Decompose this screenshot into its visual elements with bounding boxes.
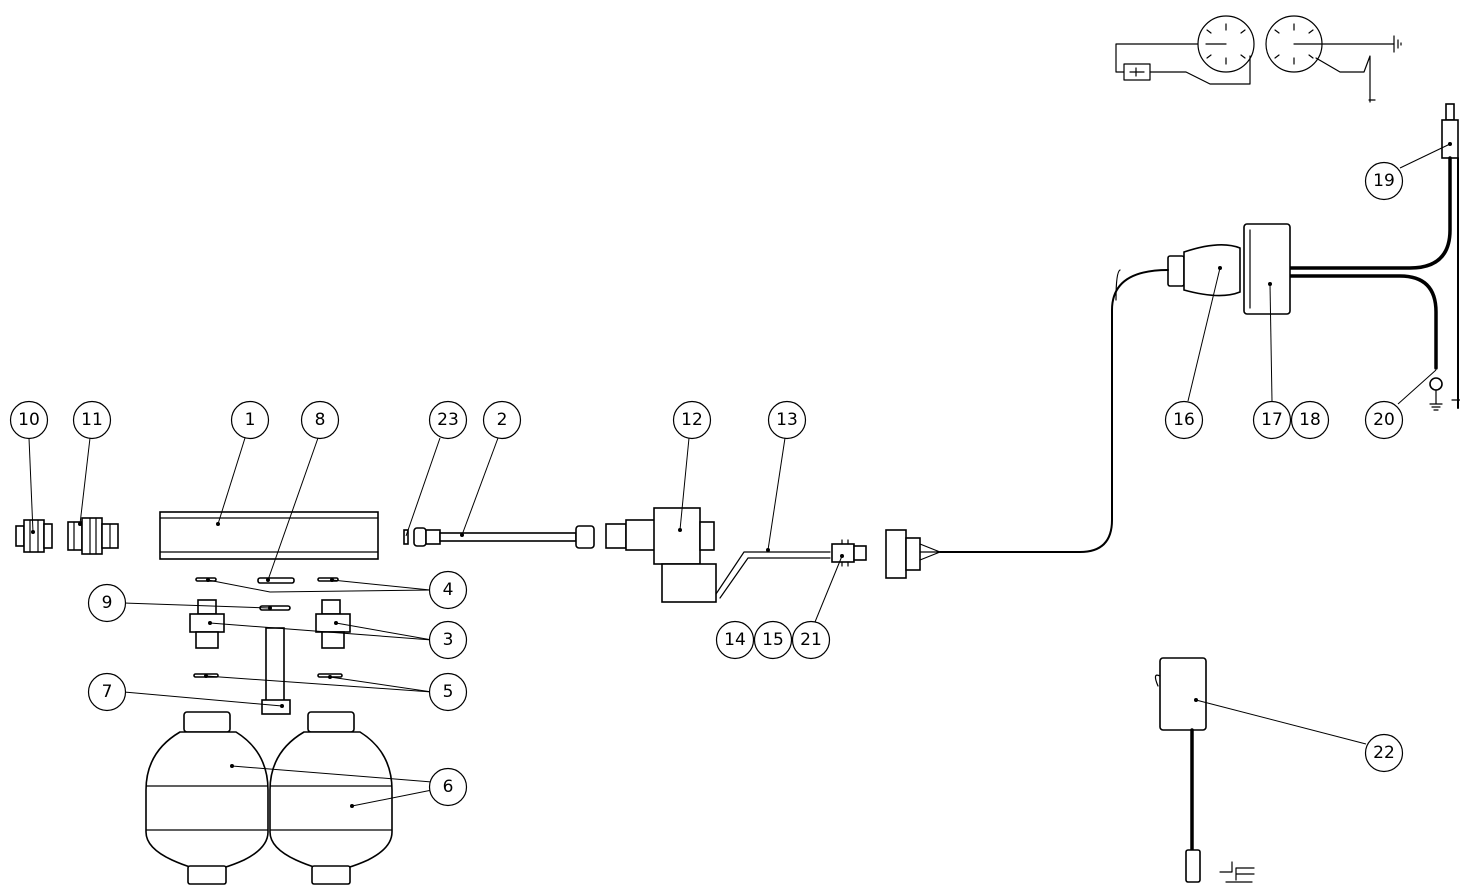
balloon-label: 11 xyxy=(81,410,103,430)
item-balloon-23: 23 xyxy=(428,400,468,440)
balloon-label: 23 xyxy=(437,410,459,430)
balloon-circle xyxy=(753,620,793,660)
balloon-circle xyxy=(715,620,755,660)
balloon-circle xyxy=(428,767,468,807)
item-3-adapters xyxy=(189,599,351,649)
balloon-circle xyxy=(1364,400,1404,440)
balloon-circle xyxy=(72,400,112,440)
balloon-circle xyxy=(87,583,127,623)
item-balloon-12: 12 xyxy=(672,400,712,440)
item-balloon-5: 5 xyxy=(428,672,468,712)
item-16-17-connector xyxy=(939,223,1291,553)
item-balloon-17: 17 xyxy=(1252,400,1292,440)
balloon-circle xyxy=(482,400,522,440)
item-12-solenoid-valve xyxy=(605,507,867,603)
balloon-label: 9 xyxy=(102,593,113,613)
balloon-circle xyxy=(9,400,49,440)
balloon-circle xyxy=(300,400,340,440)
item-balloon-9: 9 xyxy=(87,583,127,623)
item-balloon-22: 22 xyxy=(1364,733,1404,773)
balloon-circle xyxy=(1290,400,1330,440)
item-balloon-8: 8 xyxy=(300,400,340,440)
balloon-label: 5 xyxy=(443,682,454,702)
item-balloon-19: 19 xyxy=(1364,161,1404,201)
balloon-circle xyxy=(1164,400,1204,440)
balloon-label: 18 xyxy=(1299,410,1321,430)
item-balloon-20: 20 xyxy=(1364,400,1404,440)
balloon-label: 13 xyxy=(776,410,798,430)
balloon-label: 14 xyxy=(724,630,746,650)
balloon-label: 4 xyxy=(443,580,454,600)
item-balloon-7: 7 xyxy=(87,672,127,712)
balloon-label: 1 xyxy=(245,410,256,430)
item-balloon-10: 10 xyxy=(9,400,49,440)
balloon-label: 19 xyxy=(1373,171,1395,191)
balloon-circle xyxy=(230,400,270,440)
item-balloon-4: 4 xyxy=(428,570,468,610)
balloon-circle xyxy=(1364,161,1404,201)
item-10-fitting xyxy=(15,519,53,553)
item-balloon-6: 6 xyxy=(428,767,468,807)
balloon-label: 3 xyxy=(443,630,454,650)
balloon-label: 6 xyxy=(443,777,454,797)
item-balloon-21: 21 xyxy=(791,620,831,660)
item-11-fitting xyxy=(67,517,119,555)
item-balloon-16: 16 xyxy=(1164,400,1204,440)
balloon-circle xyxy=(428,570,468,610)
balloon-circle xyxy=(87,672,127,712)
item-balloon-13: 13 xyxy=(767,400,807,440)
balloon-circle xyxy=(1364,733,1404,773)
item-balloon-2: 2 xyxy=(482,400,522,440)
balloon-circle xyxy=(791,620,831,660)
balloon-label: 17 xyxy=(1261,410,1283,430)
balloon-circle xyxy=(428,620,468,660)
item-6-accumulators xyxy=(145,711,393,885)
item-22-sensor xyxy=(1154,657,1255,883)
balloon-circle xyxy=(767,400,807,440)
item-2-hose xyxy=(403,525,595,549)
balloon-label: 15 xyxy=(762,630,784,650)
item-balloon-14: 14 xyxy=(715,620,755,660)
balloon-circle xyxy=(428,400,468,440)
balloon-circle xyxy=(672,400,712,440)
item-balloon-15: 15 xyxy=(753,620,793,660)
balloon-label: 16 xyxy=(1173,410,1195,430)
item-7-bolt xyxy=(261,627,291,715)
leader-lines xyxy=(28,142,1452,808)
wiring-schematic xyxy=(1115,15,1402,103)
item-1-manifold-block xyxy=(159,511,379,560)
balloon-label: 8 xyxy=(315,410,326,430)
balloon-label: 7 xyxy=(102,682,113,702)
item-balloon-1: 1 xyxy=(230,400,270,440)
item-balloon-18: 18 xyxy=(1290,400,1330,440)
item-balloon-3: 3 xyxy=(428,620,468,660)
item-19-sensor xyxy=(1288,103,1460,411)
balloon-label: 21 xyxy=(800,630,822,650)
balloon-label: 20 xyxy=(1373,410,1395,430)
balloon-label: 10 xyxy=(18,410,40,430)
balloon-label: 2 xyxy=(497,410,508,430)
harness-connector xyxy=(885,529,941,579)
balloon-label: 12 xyxy=(681,410,703,430)
balloon-circle xyxy=(1252,400,1292,440)
item-balloon-11: 11 xyxy=(72,400,112,440)
balloon-label: 22 xyxy=(1373,743,1395,763)
balloon-circle xyxy=(428,672,468,712)
